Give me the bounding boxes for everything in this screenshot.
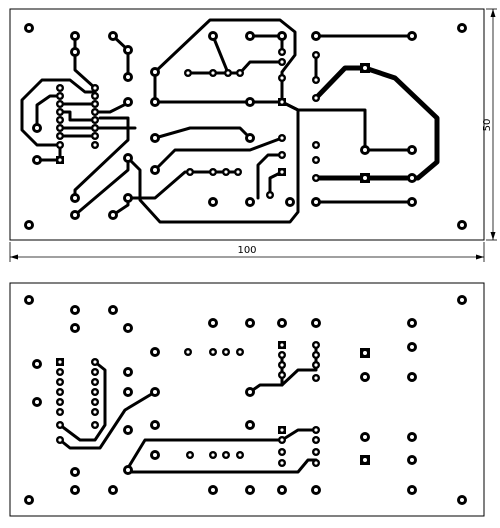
trace [35,94,62,130]
trace [153,18,297,104]
trace [126,458,318,474]
trace [256,153,284,200]
ic-footprint [56,84,99,164]
trace [20,78,97,162]
dimension-height-label: 50 [482,119,493,132]
trace [248,353,284,394]
trace [93,100,132,114]
trace [58,390,157,450]
trace [153,136,284,172]
trace [153,126,252,140]
dimension-width-label: 100 [237,245,256,256]
dimension-height: 50 [482,8,497,241]
trace [313,65,440,181]
top-board-view [9,8,485,241]
trace [58,360,107,442]
trace [226,60,284,75]
bottom-board-traces [58,343,318,474]
bottom-board-pads [24,295,467,505]
bottom-board-view [9,282,485,517]
ic-footprint [56,358,99,444]
bottom-board-outline [9,282,485,517]
top-board-pads [24,23,467,230]
trace [280,100,414,152]
dimension-width: 100 [9,242,485,262]
trace [126,100,300,224]
trace [73,116,130,200]
trace [58,110,97,122]
